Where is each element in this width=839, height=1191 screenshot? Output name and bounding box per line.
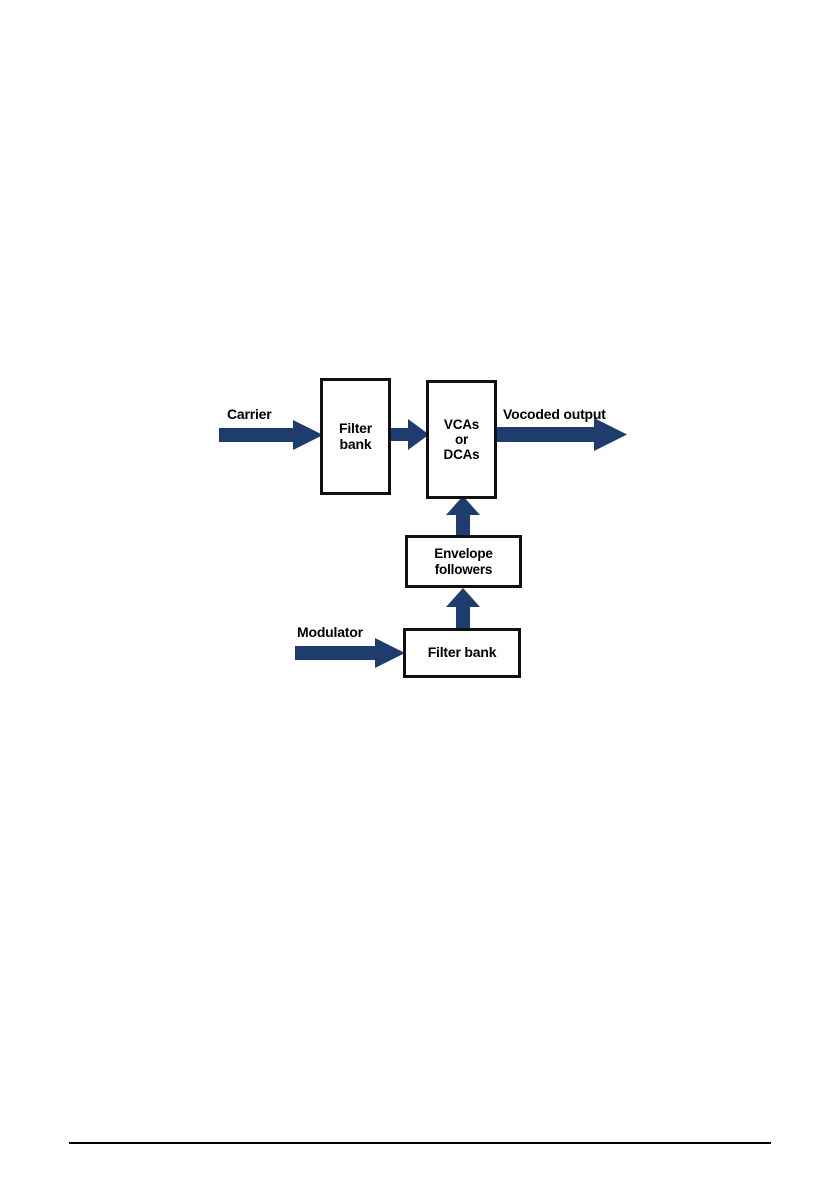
block-label: VCAs or DCAs <box>444 417 480 462</box>
label-carrier: Carrier <box>227 406 272 422</box>
block-label-line1: VCAs <box>443 416 480 432</box>
arrow-vca-to-vocoded-output-icon <box>494 418 627 451</box>
footer-divider <box>69 1142 771 1144</box>
block-vca-or-dca: VCAs or DCAs <box>426 380 497 499</box>
block-filter-bank-modulator: Filter bank <box>403 628 521 678</box>
block-label-line2: followers <box>434 561 493 577</box>
arrow-modulator-to-filter-bank-icon <box>295 638 405 668</box>
arrow-carrier-to-filter-bank-icon <box>219 420 323 450</box>
block-label: Filter bank <box>338 419 373 452</box>
block-label-line1: Filter <box>338 419 373 436</box>
block-label-line1: Envelope <box>434 546 493 562</box>
block-envelope-followers: Envelope followers <box>405 535 522 588</box>
block-label-line1: Filter bank <box>427 644 497 661</box>
block-label-line2: bank <box>339 435 372 452</box>
arrow-filter-bank-to-vca-icon <box>388 419 429 450</box>
block-label: Envelope followers <box>434 546 493 577</box>
block-label-line3: DCAs <box>443 447 480 463</box>
label-modulator: Modulator <box>297 624 363 640</box>
block-filter-bank-carrier: Filter bank <box>320 378 391 495</box>
arrow-envelope-followers-to-vca-icon <box>446 496 480 540</box>
block-label-line2: or <box>454 431 469 447</box>
arrow-filter-bank-to-envelope-followers-icon <box>446 588 480 632</box>
block-label: Filter bank <box>427 644 497 661</box>
label-vocoded-output: Vocoded output <box>503 406 606 422</box>
